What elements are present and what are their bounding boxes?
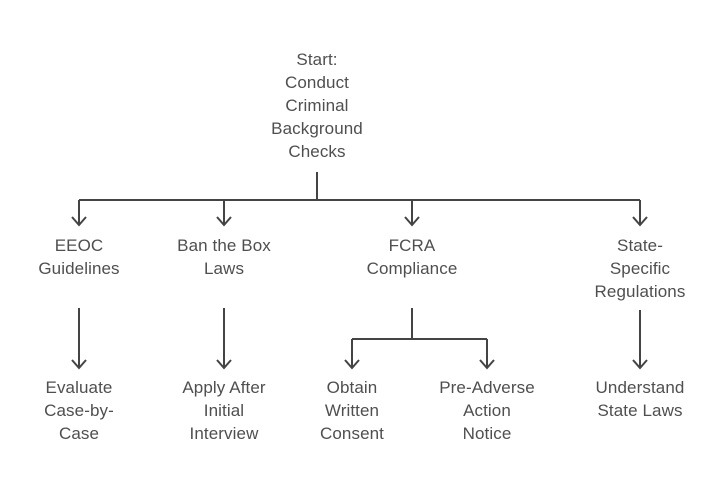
node-eeoc-guidelines: EEOC Guidelines xyxy=(38,236,120,278)
arrowhead-understand xyxy=(632,359,648,370)
node-evaluate-case-by-case: Evaluate Case-by- Case xyxy=(44,378,114,443)
node-obtain-written-consent: Obtain Written Consent xyxy=(319,378,385,443)
node-ban-the-box-laws: Ban the Box Laws xyxy=(177,236,271,278)
arrowhead-fcra xyxy=(404,216,420,227)
arrowhead-eeoc xyxy=(71,216,87,227)
node-fcra-compliance: FCRA Compliance xyxy=(366,236,458,278)
arrowhead-state-specific xyxy=(632,216,648,227)
node-understand-state-laws: Understand State Laws xyxy=(595,378,685,420)
node-state-specific-regulations: State- Specific Regulations xyxy=(594,236,686,301)
node-pre-adverse-action-notice: Pre-Adverse Action Notice xyxy=(439,378,535,443)
arrowhead-obtain-consent xyxy=(344,359,360,370)
node-apply-after-initial-interview: Apply After Initial Interview xyxy=(182,378,266,443)
arrowhead-apply-after xyxy=(216,359,232,370)
arrowhead-pre-adverse xyxy=(479,359,495,370)
node-start: Start: Conduct Criminal Background Check… xyxy=(271,50,363,161)
arrowhead-evaluate xyxy=(71,359,87,370)
arrowhead-ban-the-box xyxy=(216,216,232,227)
